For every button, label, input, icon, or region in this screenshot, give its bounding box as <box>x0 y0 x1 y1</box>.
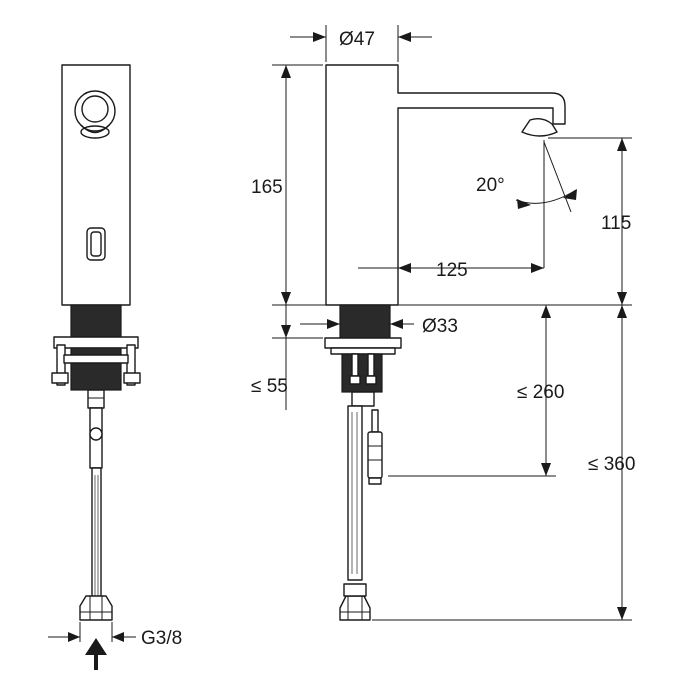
dimension-h165: 165 <box>251 64 323 305</box>
dimension-angle-20: 20° <box>476 140 577 268</box>
dimension-le260: ≤ 260 <box>388 305 564 477</box>
side-mounting-thread-upper <box>339 304 391 339</box>
spout-aerator <box>521 117 558 137</box>
front-view: G3/8 <box>48 64 182 670</box>
le360-label: ≤ 360 <box>588 454 635 475</box>
le260-label: ≤ 260 <box>517 382 564 403</box>
g38-label: G3/8 <box>141 628 182 649</box>
dimension-l125: 125 <box>358 260 544 281</box>
water-inlet-arrow <box>85 638 107 670</box>
side-view <box>324 64 566 621</box>
dimension-d47: Ø47 <box>290 25 432 62</box>
d33-label: Ø33 <box>422 316 458 337</box>
front-mounting-thread-upper <box>70 304 122 338</box>
dimension-le55: ≤ 55 <box>251 305 323 410</box>
side-supply-hose <box>347 405 383 581</box>
side-hose-nut <box>339 583 371 621</box>
le55-label: ≤ 55 <box>251 376 288 397</box>
dimension-le360: ≤ 360 <box>372 305 635 621</box>
h165-label: 165 <box>251 177 283 198</box>
d47-label: Ø47 <box>339 29 375 50</box>
l125-label: 125 <box>436 260 468 281</box>
front-sensor-window <box>74 90 116 139</box>
front-supply-hose <box>87 389 105 619</box>
h115-label: 115 <box>601 213 631 234</box>
angle-20-label: 20° <box>476 175 505 196</box>
front-mounting-clamp <box>51 336 141 391</box>
front-hose-nut <box>79 595 113 621</box>
front-g38-dimension: G3/8 <box>48 622 182 649</box>
dimension-d33: Ø33 <box>300 316 458 337</box>
dimension-h115: 115 <box>548 137 632 305</box>
side-faucet-body-and-spout <box>325 64 566 306</box>
side-mounting-clamp <box>324 337 402 407</box>
